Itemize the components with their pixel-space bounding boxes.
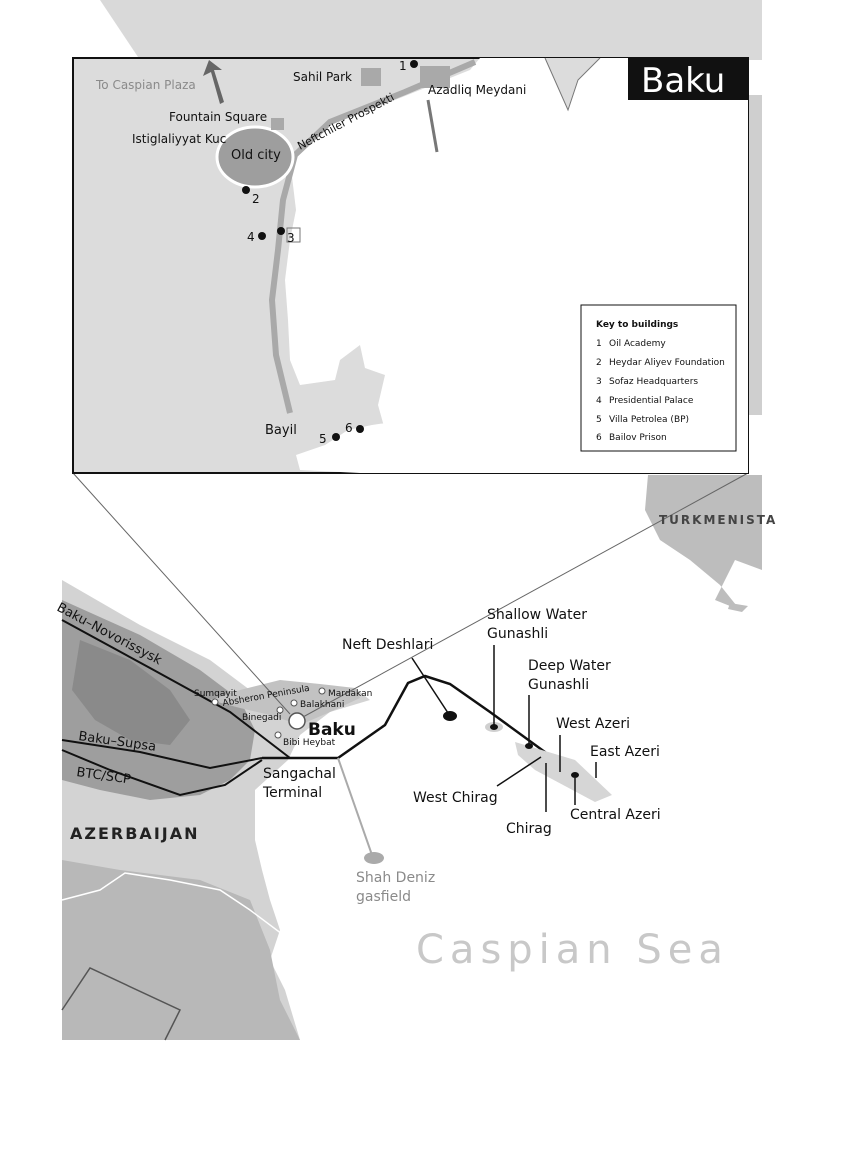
deep-water-label-2: Gunashli — [528, 677, 589, 693]
border-box — [61, 967, 182, 1041]
mardakan-marker — [318, 687, 326, 695]
east-azeri-label: East Azeri — [590, 744, 660, 760]
azadliq-square — [420, 66, 450, 88]
istiglaliyyat-label: Istiglaliyyat Kuc — [132, 132, 226, 146]
azadliq-label: Azadliq Meydani — [428, 83, 526, 97]
key-num-1: 1 — [596, 339, 602, 349]
shah-deniz-field — [364, 852, 384, 864]
key-name-1: Oil Academy — [609, 339, 666, 349]
to-caspian-plaza-label: To Caspian Plaza — [95, 78, 196, 92]
marker-6 — [356, 425, 364, 433]
deep-water-label-1: Deep Water — [528, 658, 611, 674]
building-key: Key to buildings 1 Oil Academy 2 Heydar … — [580, 304, 737, 452]
bibi-heybat-label: Bibi Heybat — [283, 738, 336, 748]
marker-4-label: 4 — [247, 230, 255, 244]
leader-west-chirag — [496, 756, 542, 787]
key-num-2: 2 — [596, 358, 602, 368]
key-name-5: Villa Petrolea (BP) — [609, 415, 689, 425]
balakhani-marker — [290, 699, 298, 707]
old-city-area — [215, 125, 295, 189]
turkmenistan-land — [645, 475, 762, 610]
zoom-line-left — [72, 472, 291, 715]
turkmenistan-label: TURKMENISTA — [659, 513, 777, 527]
key-name-6: Bailov Prison — [609, 433, 667, 443]
binegadi-label: Binegadi — [242, 713, 281, 723]
pier-north — [426, 99, 439, 153]
central-azeri-field — [571, 772, 579, 778]
marker-3-label: 3 — [287, 231, 295, 245]
north-coast-land — [100, 0, 762, 60]
key-title: Key to buildings — [596, 320, 678, 330]
west-chirag-label: West Chirag — [413, 790, 498, 806]
azeri-field-area — [515, 742, 612, 802]
sangachal-label-2: Terminal — [262, 785, 322, 801]
azerbaijan-label: AZERBAIJAN — [70, 824, 200, 843]
marker-2-label: 2 — [252, 192, 260, 206]
fountain-square-mark — [271, 118, 284, 130]
key-num-5: 5 — [596, 415, 602, 425]
key-name-4: Presidential Palace — [609, 396, 694, 406]
chirag-label: Chirag — [506, 821, 552, 837]
zoom-line-right — [302, 472, 749, 718]
bayil-label: Bayil — [265, 423, 297, 438]
mardakan-label: Mardakan — [328, 689, 372, 699]
sumqayit-label: Sumqayit — [194, 689, 237, 699]
baku-city-marker — [288, 712, 306, 730]
sangachal-label-1: Sangachal — [263, 766, 336, 782]
marker-6-label: 6 — [345, 421, 353, 435]
east-edge-land — [746, 95, 762, 415]
sahil-park-square — [361, 68, 381, 86]
inset-map: 1 2 3 4 5 6 To Caspian Plaza Sahil Park … — [72, 57, 749, 474]
shah-deniz-label-1: Shah Deniz — [356, 870, 435, 886]
marker-1 — [410, 60, 418, 68]
key-num-4: 4 — [596, 396, 602, 406]
shah-deniz-label-2: gasfield — [356, 889, 411, 905]
baku-supsa-pipeline — [61, 739, 263, 770]
bibi-heybat-marker — [274, 731, 282, 739]
shallow-water-label-1: Shallow Water — [487, 607, 587, 623]
binegadi-marker — [276, 706, 284, 714]
inset-title: Baku — [641, 61, 725, 101]
neft-deshlari-label: Neft Deshlari — [342, 637, 433, 653]
west-azeri-label: West Azeri — [556, 716, 630, 732]
baku-novorossiysk-pipeline — [61, 619, 291, 759]
sofaz-building — [286, 227, 301, 243]
shah-deniz-pipeline — [337, 757, 373, 856]
marker-5-label: 5 — [319, 432, 327, 446]
sumqayit-marker — [211, 698, 219, 706]
neftchiler-road — [268, 59, 477, 414]
leader-neft — [411, 657, 451, 717]
key-box — [580, 304, 737, 452]
shallow-water-label-2: Gunashli — [487, 626, 548, 642]
pier-coast — [544, 57, 601, 112]
old-city-label: Old city — [231, 148, 281, 163]
caspian-plaza-arrow — [203, 60, 224, 104]
marker-4 — [258, 232, 266, 240]
baku-city-label: Baku — [308, 720, 356, 740]
btc-scp-pipeline — [61, 749, 263, 797]
sahil-park-label: Sahil Park — [293, 70, 352, 84]
caspian-sea-label: Caspian Sea — [416, 927, 729, 973]
key-name-3: Sofaz Headquarters — [609, 377, 698, 387]
key-name-2: Heydar Aliyev Foundation — [609, 358, 725, 368]
key-num-3: 3 — [596, 377, 602, 387]
offshore-pipeline — [262, 674, 561, 765]
border-line — [61, 872, 291, 941]
region-map: TURKMENISTA AZERBAIJAN Caspian Sea Baku … — [54, 0, 777, 1041]
southern-terrain — [62, 860, 300, 1040]
balakhani-label: Balakhani — [300, 700, 344, 710]
fountain-square-label: Fountain Square — [169, 110, 267, 124]
marker-3 — [277, 227, 285, 235]
central-azeri-label: Central Azeri — [570, 807, 661, 823]
marker-1-label: 1 — [399, 59, 407, 73]
key-num-6: 6 — [596, 433, 602, 443]
inset-title-bg — [628, 58, 748, 100]
highland-terrain-dark — [72, 640, 190, 745]
marker-5 — [332, 433, 340, 441]
marker-2 — [242, 186, 250, 194]
turkmenistan-islet — [728, 603, 748, 612]
